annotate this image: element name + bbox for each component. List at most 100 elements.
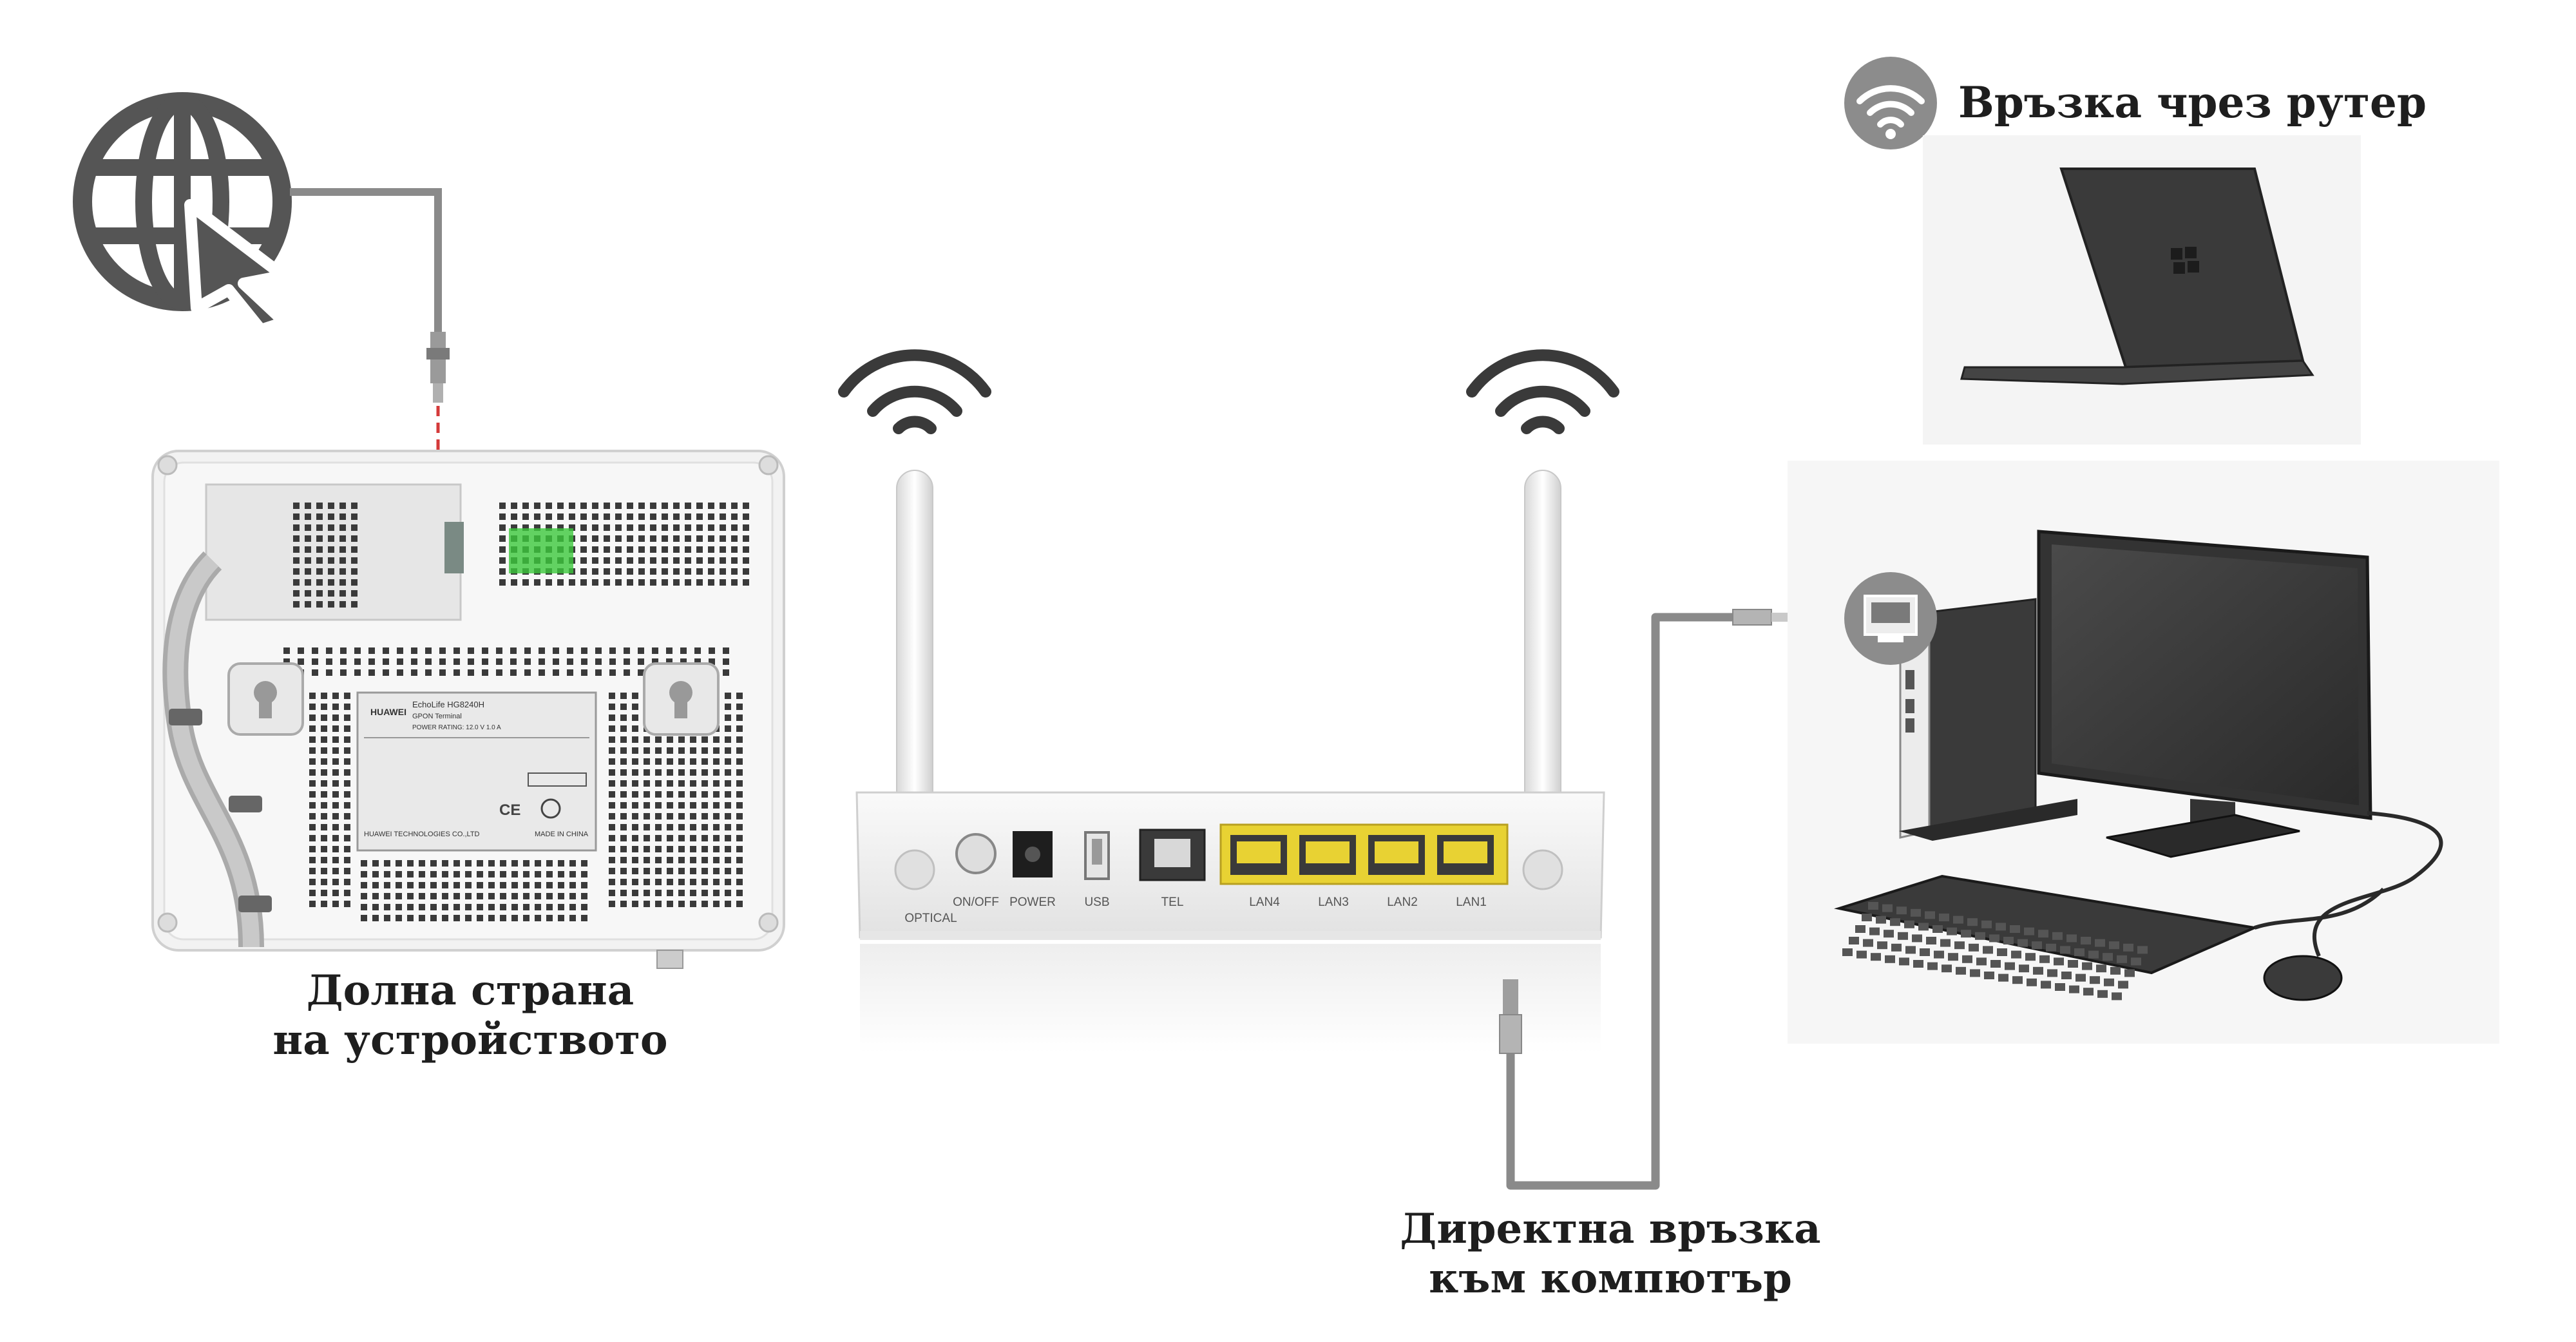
vent-slot xyxy=(678,846,685,852)
vent-slot xyxy=(678,824,685,830)
vent-slot xyxy=(662,579,668,586)
vent-slot xyxy=(339,579,346,586)
vent-slot xyxy=(328,524,334,531)
vent-slot xyxy=(411,669,417,676)
port-label-lan1: LAN1 xyxy=(1456,896,1487,909)
vent-slot xyxy=(638,647,644,654)
vent-slot xyxy=(411,658,417,665)
vent-slot xyxy=(430,871,437,877)
vent-slot xyxy=(655,868,662,874)
vent-slot xyxy=(351,557,358,564)
vent-slot xyxy=(680,658,687,665)
vent-slot xyxy=(397,669,403,676)
vent-slot xyxy=(321,901,327,907)
vent-slot xyxy=(581,904,587,910)
vent-slot xyxy=(321,704,327,710)
vent-slot xyxy=(328,590,334,597)
vent-slot xyxy=(620,769,627,776)
vent-slot xyxy=(557,524,564,531)
vent-slot xyxy=(638,568,645,575)
vent-slot xyxy=(465,871,472,877)
vent-slot xyxy=(340,658,347,665)
vent-slot xyxy=(482,669,488,676)
vent-slot xyxy=(453,893,460,899)
vent-slot xyxy=(361,882,367,888)
vent-slot xyxy=(632,736,638,743)
vent-slot xyxy=(678,802,685,809)
vent-slot xyxy=(736,813,743,820)
vent-slot xyxy=(713,868,720,874)
vent-slot xyxy=(632,758,638,765)
vent-slot xyxy=(609,802,615,809)
vent-slot xyxy=(632,890,638,896)
vent-slot xyxy=(696,535,703,542)
vent-slot xyxy=(731,546,738,553)
vent-slot xyxy=(662,546,668,553)
vent-slot xyxy=(510,647,517,654)
vent-slot xyxy=(558,915,564,921)
vent-slot xyxy=(638,513,645,520)
vent-slot xyxy=(511,893,518,899)
vent-slot xyxy=(316,513,323,520)
vent-slot xyxy=(332,835,339,841)
vent-slot xyxy=(523,915,530,921)
vent-slot xyxy=(442,860,448,867)
vent-slot xyxy=(609,704,615,710)
vent-slot xyxy=(511,524,517,531)
vent-slot xyxy=(655,879,662,885)
vent-slot xyxy=(736,857,743,863)
vent-slot xyxy=(662,524,668,531)
vent-slot xyxy=(644,802,650,809)
vent-slot xyxy=(293,513,300,520)
keyboard-key xyxy=(2027,978,2037,986)
vent-slot xyxy=(708,568,714,575)
vent-slot xyxy=(609,846,615,852)
vent-slot xyxy=(396,904,402,910)
vent-slot xyxy=(725,813,731,820)
vent-slot xyxy=(535,860,541,867)
vent-slot xyxy=(430,893,437,899)
keyboard-key xyxy=(2097,990,2108,998)
vent-slot xyxy=(690,890,696,896)
keyboard-key xyxy=(2103,953,2113,961)
keyboard-key xyxy=(1890,918,1900,926)
svg-text:CE: CE xyxy=(499,801,520,819)
vent-slot xyxy=(328,557,334,564)
vent-slot xyxy=(655,802,662,809)
vent-slot xyxy=(283,647,290,654)
vent-slot xyxy=(500,882,506,888)
vent-slot xyxy=(620,780,627,787)
vent-slot xyxy=(328,513,334,520)
vent-slot xyxy=(667,758,673,765)
vent-slot xyxy=(332,802,339,809)
vent-slot xyxy=(351,546,358,553)
vent-slot xyxy=(499,535,506,542)
vent-slot xyxy=(383,658,389,665)
vent-slot xyxy=(624,669,630,676)
vent-slot xyxy=(309,736,316,743)
vent-slot xyxy=(725,736,731,743)
vent-slot xyxy=(321,802,327,809)
keyboard-key xyxy=(2052,932,2063,940)
vent-slot xyxy=(609,736,615,743)
vent-slot xyxy=(713,736,720,743)
vent-slot xyxy=(328,546,334,553)
keyboard-key xyxy=(2112,992,2122,1001)
vent-slot xyxy=(644,769,650,776)
vent-slot xyxy=(701,868,708,874)
vent-slot xyxy=(678,747,685,754)
keyboard-key xyxy=(2090,976,2100,984)
onoff-button xyxy=(955,833,997,874)
keyboard-key xyxy=(2060,946,2070,954)
vent-slot xyxy=(592,535,598,542)
vent-slot xyxy=(309,693,316,699)
vent-slot xyxy=(662,557,668,564)
keyboard-key xyxy=(1925,911,1935,919)
vent-slot xyxy=(592,513,598,520)
vent-slot xyxy=(316,590,323,597)
keyboard-key xyxy=(1932,925,1943,933)
vent-slot xyxy=(620,714,627,721)
vent-slot xyxy=(701,736,708,743)
vent-slot xyxy=(546,893,553,899)
vent-slot xyxy=(581,647,587,654)
